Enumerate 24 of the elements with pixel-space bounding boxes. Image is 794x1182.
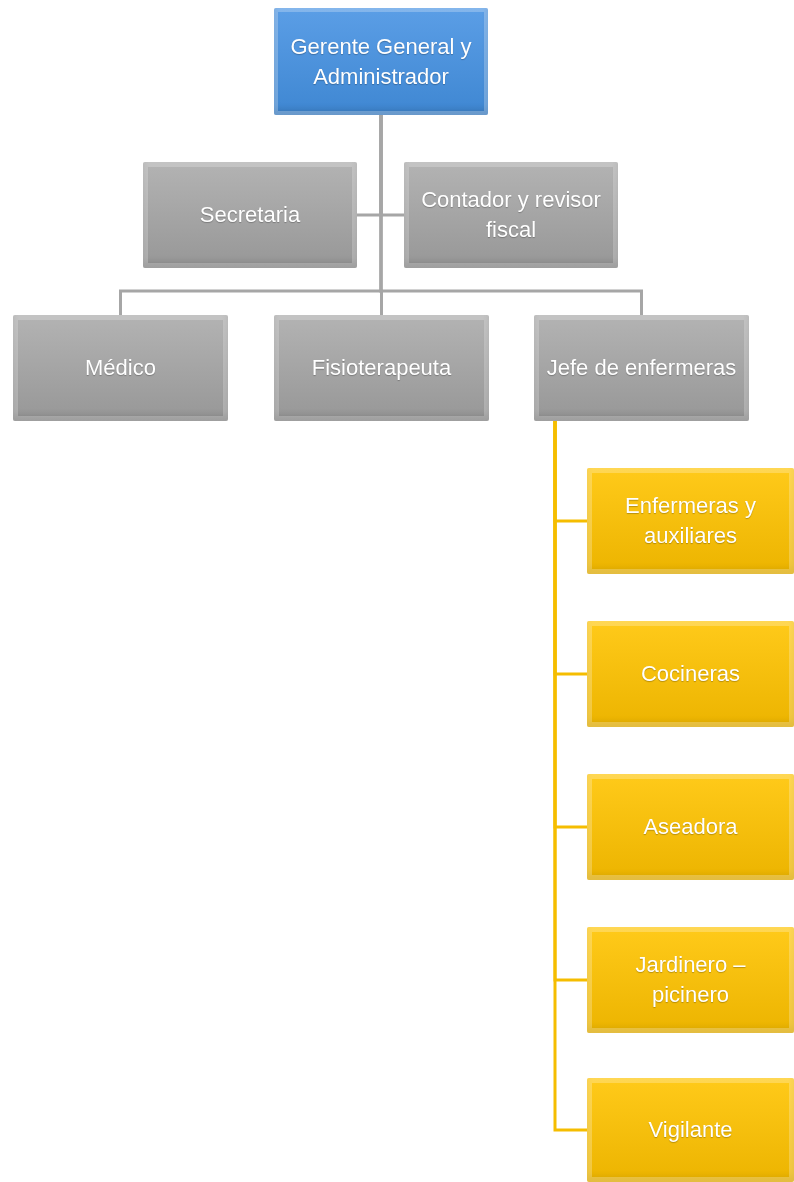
org-chart-box bbox=[587, 774, 794, 880]
org-chart-box bbox=[587, 927, 794, 1033]
org-chart-box bbox=[587, 468, 794, 574]
position-title: Aseadora bbox=[643, 813, 738, 842]
org-chart-box bbox=[534, 315, 749, 421]
position-title: Vigilante bbox=[648, 1116, 733, 1145]
position-title: Jardinero – picinero bbox=[634, 951, 747, 1009]
org-chart-box bbox=[587, 1078, 794, 1182]
position-title: Enfermeras y auxiliares bbox=[624, 492, 757, 550]
position-title: Cocineras bbox=[640, 660, 740, 689]
position-title: Fisioterapeuta bbox=[311, 354, 452, 383]
position-title: Contador y revisor fiscal bbox=[420, 186, 602, 244]
org-chart-box bbox=[274, 8, 488, 115]
position-title: Gerente General y Administrador bbox=[289, 32, 473, 91]
position-title: Secretaria bbox=[199, 201, 301, 230]
position-title: Médico bbox=[85, 354, 156, 383]
org-chart-box bbox=[274, 315, 489, 421]
connector-line bbox=[553, 421, 587, 1132]
org-chart-box bbox=[587, 621, 794, 727]
org-chart-box bbox=[404, 162, 618, 268]
position-title: Jefe de enfermeras bbox=[546, 354, 737, 383]
org-chart-box bbox=[13, 315, 228, 421]
connector-line bbox=[379, 115, 643, 315]
org-chart-box bbox=[143, 162, 357, 268]
